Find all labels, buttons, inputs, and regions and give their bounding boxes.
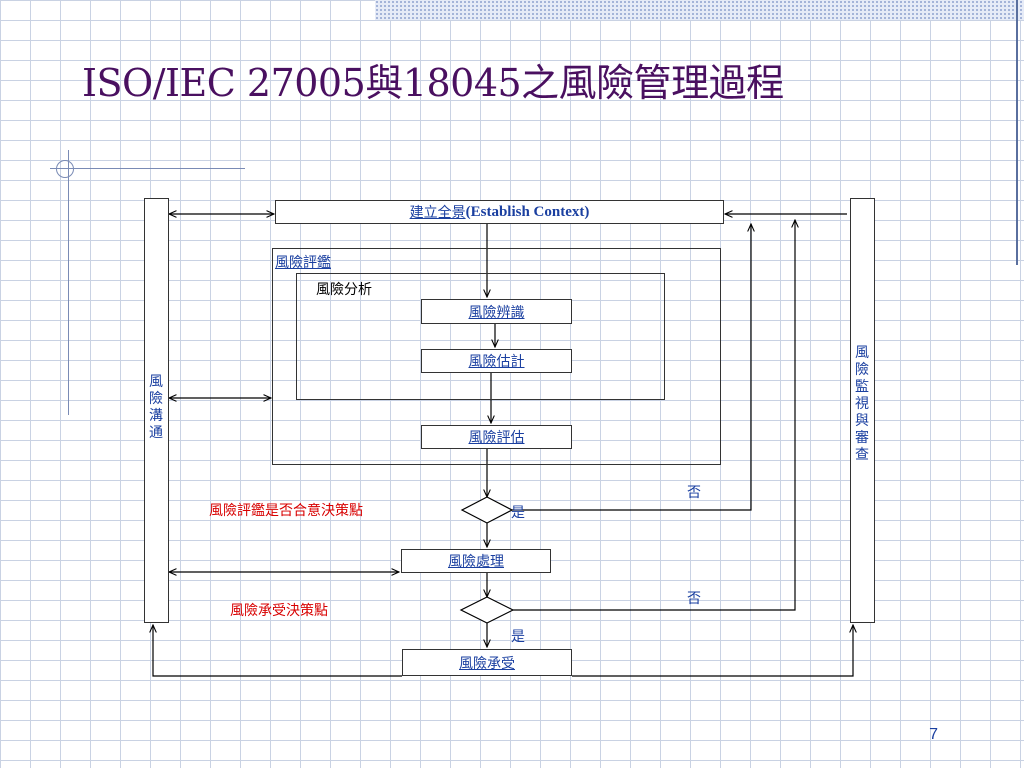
risk-assessment-label: 風險評鑑: [275, 255, 331, 271]
decision-point-2-label: 風險承受決策點: [230, 603, 328, 619]
risk-communication-bar: [144, 198, 169, 623]
risk-monitoring-bar: [850, 198, 875, 623]
establish-context-box: 建立全景 (Establish Context): [275, 200, 724, 224]
decision-diamond-2: [459, 596, 515, 624]
arrow-decision1-no-loop: [512, 224, 751, 511]
page-number: 7: [929, 726, 938, 743]
decision-2-yes-label: 是: [511, 629, 525, 645]
decision-diamond-1: [460, 496, 514, 524]
decision-2-no-label: 否: [687, 591, 701, 607]
risk-acceptance-box: 風險承受: [402, 649, 572, 676]
decision-1-yes-label: 是: [511, 505, 525, 521]
risk-acceptance-label: 風險承受: [459, 655, 515, 672]
arrow-decision2-no-loop: [513, 220, 795, 611]
decorative-vertical-line: [1016, 0, 1018, 265]
arrow-acceptance-communication: [153, 625, 402, 677]
decorative-circle-icon: [56, 160, 74, 178]
decision-1-no-label: 否: [687, 485, 701, 501]
decorative-dotted-band: [375, 0, 1024, 20]
risk-identification-label: 風險辨識: [468, 304, 525, 321]
risk-evaluation-box: 風險評估: [421, 425, 572, 449]
risk-treatment-box: 風險處理: [401, 549, 551, 573]
risk-communication-label: 風險溝通: [149, 374, 163, 441]
risk-analysis-label: 風險分析: [316, 282, 372, 298]
risk-identification-box: 風險辨識: [421, 299, 572, 324]
risk-evaluation-label: 風險評估: [468, 430, 525, 446]
risk-analysis-frame: [296, 273, 665, 400]
risk-monitoring-label: 風險監視與審查: [855, 345, 869, 463]
establish-context-en: (Establish Context): [465, 203, 590, 220]
risk-assessment-frame: [272, 248, 721, 465]
arrow-acceptance-monitoring: [572, 625, 853, 677]
slide-title: ISO/IEC 27005與18045之風險管理過程: [82, 61, 784, 105]
risk-estimation-label: 風險估計: [468, 354, 525, 370]
decorative-horizontal-line: [50, 168, 245, 169]
risk-treatment-label: 風險處理: [448, 554, 504, 570]
risk-estimation-box: 風險估計: [421, 349, 572, 373]
decorative-left-line: [68, 150, 69, 415]
decision-point-1-label: 風險評鑑是否合意決策點: [209, 503, 363, 519]
establish-context-zh: 建立全景: [409, 205, 466, 221]
